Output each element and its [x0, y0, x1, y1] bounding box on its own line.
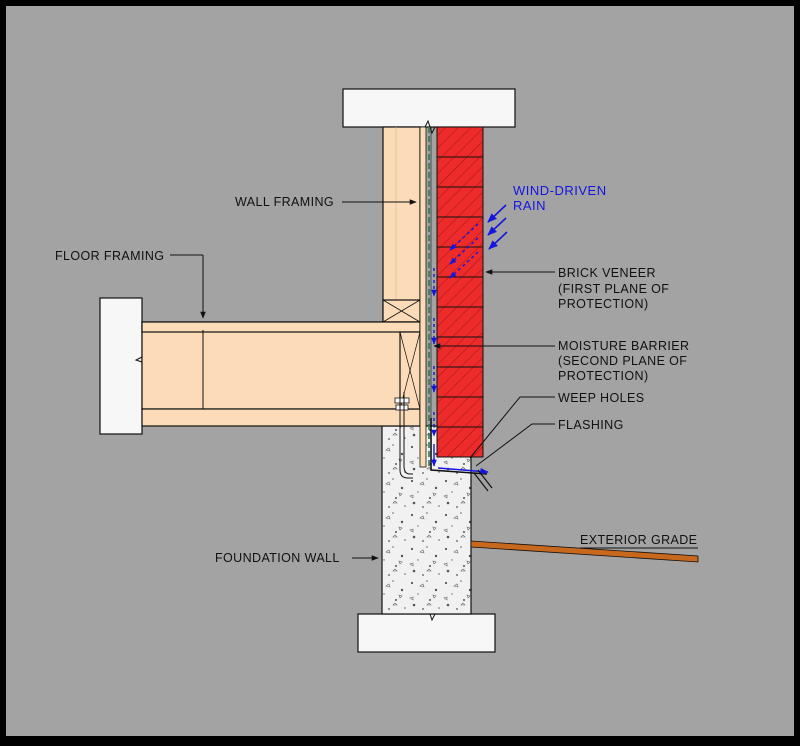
wall-framing-label: WALL FRAMING — [235, 195, 334, 209]
moisture-barrier-label-line3: PROTECTION) — [558, 369, 649, 383]
floor-framing — [141, 321, 421, 427]
foundation-wall-label: FOUNDATION WALL — [215, 551, 340, 565]
moisture-barrier — [419, 126, 432, 468]
moisture-barrier-label-line2: (SECOND PLANE OF — [558, 354, 687, 368]
wall-framing — [382, 126, 421, 323]
brick-course — [436, 306, 484, 338]
wind-driven-rain-arrows — [449, 204, 508, 279]
flashing — [430, 418, 488, 475]
brick-veneer-label-line3: PROTECTION) — [558, 297, 649, 311]
brick-course — [436, 216, 484, 248]
brick-course — [436, 126, 484, 158]
weep-hole — [473, 469, 493, 492]
wind-driven-rain-label-line2: RAIN — [513, 198, 546, 213]
brick-veneer — [436, 126, 484, 458]
exterior-grade-line — [470, 540, 699, 563]
brick-course — [436, 276, 484, 308]
brick-veneer-label-line2: (FIRST PLANE OF — [558, 282, 669, 296]
exterior-grade-label: EXTERIOR GRADE — [580, 533, 697, 547]
floor-framing-label: FLOOR FRAMING — [55, 249, 164, 263]
moisture-barrier-label-line1: MOISTURE BARRIER — [558, 339, 689, 353]
brick-course — [436, 366, 484, 398]
footing-stub — [357, 606, 496, 653]
brick-course — [436, 186, 484, 218]
floor-stub — [99, 297, 150, 435]
brick-veneer-label-line1: BRICK VENEER — [558, 266, 656, 280]
flashing-label: FLASHING — [558, 418, 624, 432]
label-leaders — [170, 199, 698, 561]
wind-driven-rain-label-line1: WIND-DRIVEN — [513, 183, 607, 198]
upper-wall-stub — [342, 88, 516, 135]
brick-course — [436, 396, 484, 428]
weep-holes-label: WEEP HOLES — [558, 391, 644, 405]
brick-course — [436, 426, 484, 458]
brick-course — [436, 336, 484, 368]
anchor-bolt — [394, 392, 413, 479]
brick-course — [436, 156, 484, 188]
brick-course — [436, 246, 484, 278]
